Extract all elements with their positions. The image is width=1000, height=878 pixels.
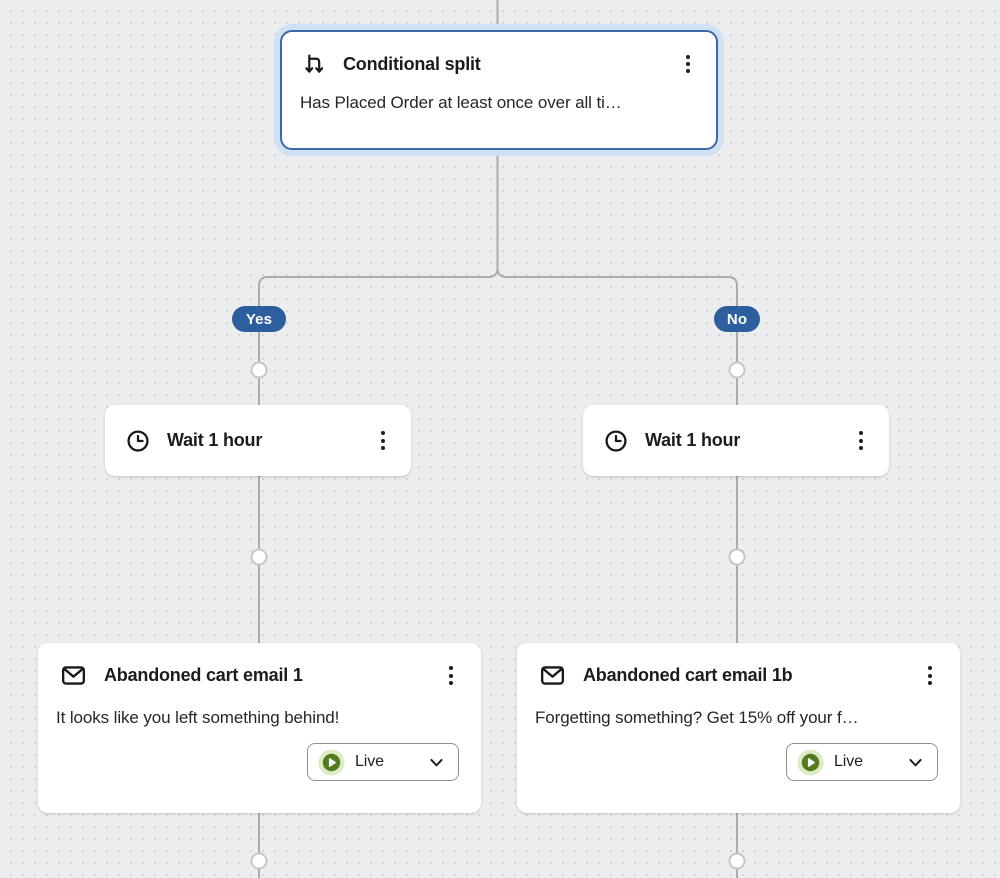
kebab-menu-icon[interactable]: [853, 427, 869, 453]
node-subtitle: Forgetting something? Get 15% off your f…: [535, 708, 859, 727]
node-conditional-split[interactable]: Conditional split Has Placed Order at le…: [280, 30, 718, 150]
kebab-menu-icon[interactable]: [443, 662, 459, 688]
branch-label-no: No: [714, 306, 760, 332]
clock-icon: [603, 428, 629, 454]
node-subtitle: Has Placed Order at least once over all …: [300, 93, 622, 113]
node-title: Wait 1 hour: [167, 430, 263, 450]
status-label: Live: [355, 753, 384, 770]
clock-icon: [125, 428, 151, 454]
chevron-down-icon: [907, 754, 924, 771]
status-label: Live: [834, 753, 863, 770]
status-dropdown[interactable]: Live: [786, 743, 938, 781]
connector-port[interactable]: [728, 548, 746, 566]
conditional-split-icon: [302, 52, 327, 77]
connector-port[interactable]: [250, 361, 268, 379]
node-title: Conditional split: [343, 53, 481, 74]
live-play-icon: [797, 749, 824, 776]
connector-port[interactable]: [250, 852, 268, 870]
connector-port[interactable]: [728, 361, 746, 379]
node-title: Abandoned cart email 1: [104, 665, 303, 685]
status-dropdown[interactable]: Live: [307, 743, 459, 781]
chevron-down-icon: [428, 754, 445, 771]
node-subtitle: It looks like you left something behind!: [56, 708, 340, 727]
email-icon: [539, 662, 566, 689]
email-icon: [60, 662, 87, 689]
kebab-menu-icon[interactable]: [680, 51, 696, 77]
live-play-icon: [318, 749, 345, 776]
node-title: Wait 1 hour: [645, 430, 741, 450]
node-email-abandoned-cart-1b[interactable]: Abandoned cart email 1b Forgetting somet…: [517, 643, 960, 813]
kebab-menu-icon[interactable]: [922, 662, 938, 688]
kebab-menu-icon[interactable]: [375, 427, 391, 453]
connector-port[interactable]: [250, 548, 268, 566]
connector-port[interactable]: [728, 852, 746, 870]
node-title: Abandoned cart email 1b: [583, 665, 793, 685]
node-header: Conditional split: [302, 51, 696, 77]
node-email-abandoned-cart-1[interactable]: Abandoned cart email 1 It looks like you…: [38, 643, 481, 813]
node-wait-left[interactable]: Wait 1 hour: [105, 405, 411, 476]
connector-branch-right: [496, 150, 738, 878]
branch-label-yes: Yes: [232, 306, 286, 332]
node-wait-right[interactable]: Wait 1 hour: [583, 405, 889, 476]
